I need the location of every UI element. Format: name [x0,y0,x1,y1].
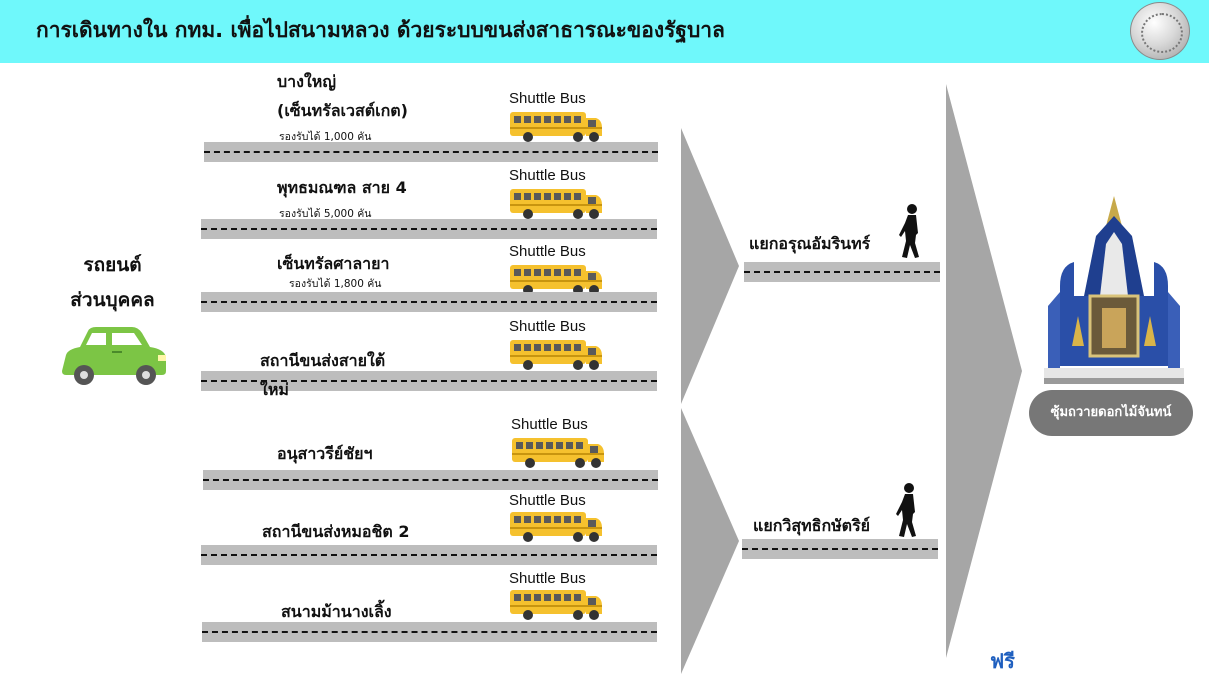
private-car-label-line1: รถยนต์ [83,254,142,276]
road [202,622,657,642]
route-name-secondary: ใหม่ [260,380,289,399]
walking-person-icon [896,483,916,537]
route-name-secondary: (เซ็นทรัลเวสต์เกต) [277,101,408,120]
walk-point-label: แยกอรุณอัมรินทร์ [749,234,871,253]
road [744,262,940,282]
shuttle-bus-label: Shuttle Bus [509,90,586,107]
shuttle-bus-label: Shuttle Bus [509,492,586,509]
route-capacity: รองรับได้ 1,000 คัน [279,131,372,143]
school-bus-icon [510,112,602,142]
shuttle-bus-label: Shuttle Bus [511,416,588,433]
shuttle-bus-label: Shuttle Bus [509,318,586,335]
page-title: การเดินทางใน กทม. เพื่อไปสนามหลวง ด้วยระ… [36,18,725,42]
road [201,292,657,312]
shuttle-bus-label: Shuttle Bus [509,570,586,587]
private-car-label-line2: ส่วนบุคคล [70,289,155,311]
shuttle-bus-label: Shuttle Bus [509,243,586,260]
shuttle-bus-label: Shuttle Bus [509,167,586,184]
route-name: บางใหญ่ [277,72,336,91]
final-arrow [946,84,1022,658]
destination-pill: ซุ้มถวายดอกไม้จันทน์ [1029,390,1193,436]
car-icon [62,327,166,385]
free-label: ฟรี [990,649,1015,673]
school-bus-icon [510,189,602,219]
route-name: สถานีขนส่งสายใต้ [260,351,386,370]
road [742,539,938,559]
route-name: สนามม้านางเลิ้ง [281,602,392,621]
route-name: เซ็นทรัลศาลายา [277,254,390,273]
header-bar: การเดินทางใน กทม. เพื่อไปสนามหลวง ด้วยระ… [0,0,1209,63]
walking-person-icon [899,204,919,258]
route-name: พุทธมณฑล สาย 4 [277,178,407,197]
school-bus-icon [510,340,602,370]
merge-arrow-upper [681,128,739,404]
merge-arrow-lower [681,408,739,674]
route-name: สถานีขนส่งหมอชิต 2 [262,522,410,541]
road [203,470,658,490]
walk-point-label: แยกวิสุทธิกษัตริย์ [753,516,871,535]
road [204,142,658,162]
pavilion-icon [1044,196,1184,384]
government-seal-icon [1130,2,1190,60]
school-bus-icon [510,590,602,620]
road [201,219,657,239]
road [201,545,657,565]
school-bus-icon [512,438,604,468]
route-name: อนุสาวรีย์ชัยฯ [277,444,373,463]
road [201,371,657,391]
route-capacity: รองรับได้ 1,800 คัน [289,278,382,290]
school-bus-icon [510,512,602,542]
route-capacity: รองรับได้ 5,000 คัน [279,208,372,220]
